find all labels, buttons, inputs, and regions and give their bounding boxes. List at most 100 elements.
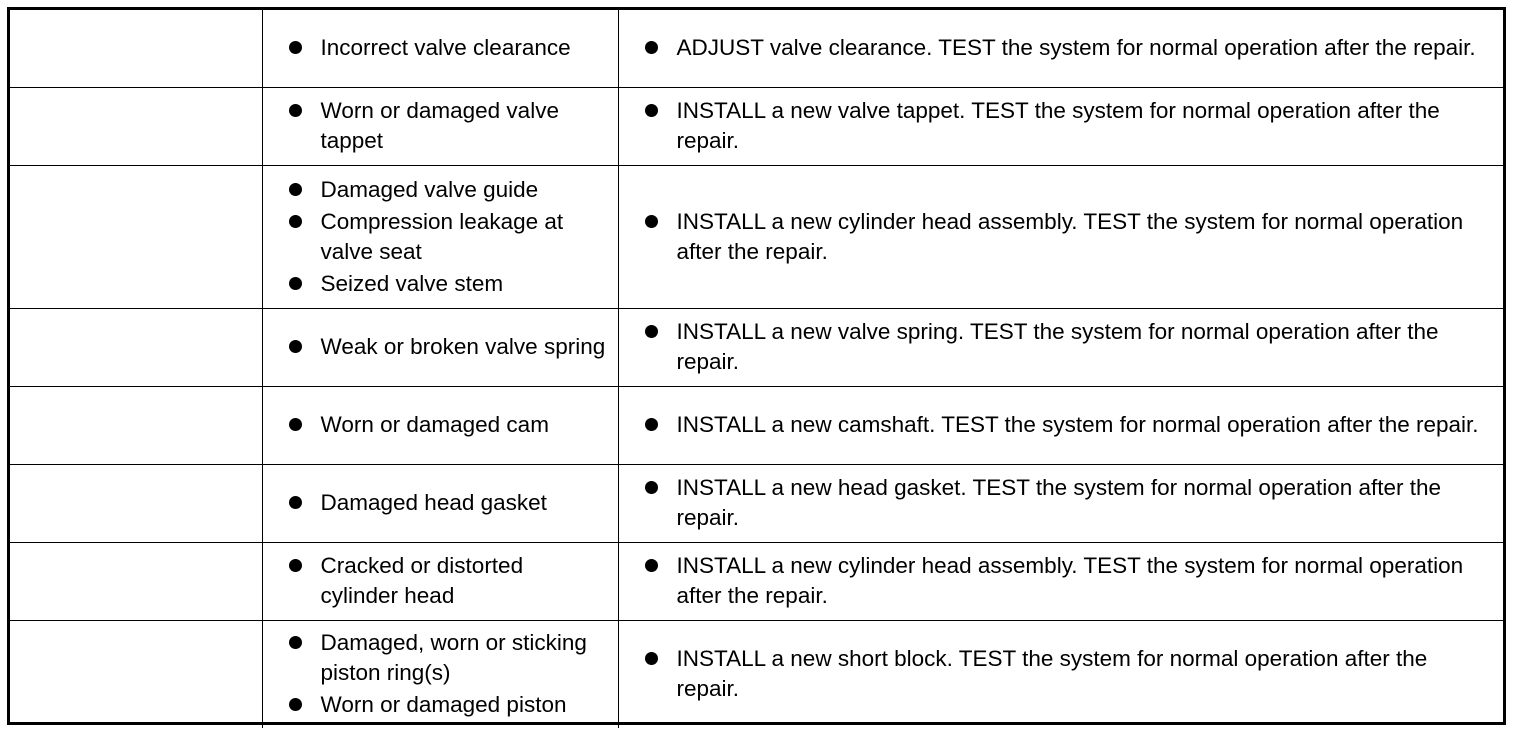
list-item: Incorrect valve clearance: [263, 33, 618, 63]
bullet-icon: [288, 41, 302, 55]
cause-text: Worn or damaged piston: [320, 692, 567, 718]
bullet-icon: [644, 481, 658, 494]
cause-text: Damaged head gasket: [320, 490, 547, 515]
symptom-cell: [10, 307, 263, 387]
bullet-icon: [288, 340, 302, 353]
remedy-text: INSTALL a new valve spring. TEST the sys…: [676, 319, 1439, 374]
list-item: INSTALL a new cylinder head assembly. TE…: [619, 551, 1504, 611]
symptom-cell: [10, 619, 263, 728]
diagnostic-table: Incorrect valve clearance ADJUST valve c…: [7, 7, 1506, 728]
bullet-icon: [644, 104, 658, 117]
bullet-icon: [288, 418, 302, 431]
bullet-icon: [288, 559, 302, 572]
remedy-cell: ADJUST valve clearance. TEST the system …: [617, 10, 1504, 88]
cause-list: Cracked or distorted cylinder head: [263, 551, 618, 611]
bullet-icon: [644, 652, 658, 666]
bullet-icon: [644, 418, 658, 431]
cause-cell: Weak or broken valve spring: [261, 307, 619, 387]
cause-cell: Worn or damaged cam: [261, 385, 619, 465]
remedy-list: INSTALL a new valve spring. TEST the sys…: [619, 317, 1504, 377]
cause-text: Damaged valve guide: [320, 176, 539, 202]
remedy-cell: INSTALL a new cylinder head assembly. TE…: [617, 541, 1504, 621]
cause-cell: Damaged head gasket: [261, 463, 619, 543]
bullet-icon: [644, 214, 658, 228]
cause-text: Seized valve stem: [320, 270, 504, 296]
table-row: Damaged, worn or sticking piston ring(s)…: [10, 619, 1504, 728]
remedy-list: INSTALL a new cylinder head assembly. TE…: [619, 207, 1504, 267]
list-item: Weak or broken valve spring: [263, 332, 618, 362]
remedy-list: INSTALL a new short block. TEST the syst…: [619, 644, 1504, 704]
bullet-icon: [644, 41, 658, 55]
cause-text: Worn or damaged valve tappet: [320, 98, 559, 153]
remedy-text: INSTALL a new head gasket. TEST the syst…: [676, 475, 1442, 530]
cause-list: Worn or damaged cam: [263, 410, 618, 440]
cause-cell: Incorrect valve clearance: [261, 10, 619, 88]
remedy-cell: INSTALL a new camshaft. TEST the system …: [617, 385, 1504, 465]
list-item: Worn or damaged cam: [263, 410, 618, 440]
table-row: Damaged head gasket INSTALL a new head g…: [10, 463, 1504, 543]
list-item: Compression leakage at valve seat: [263, 207, 618, 267]
list-item: INSTALL a new short block. TEST the syst…: [619, 644, 1504, 704]
table-row: Worn or damaged valve tappet INSTALL a n…: [10, 86, 1504, 166]
remedy-text: INSTALL a new cylinder head assembly. TE…: [676, 208, 1464, 264]
remedy-cell: INSTALL a new cylinder head assembly. TE…: [617, 164, 1504, 309]
cause-list: Weak or broken valve spring: [263, 332, 618, 362]
bullet-icon: [288, 276, 302, 290]
remedy-text: INSTALL a new valve tappet. TEST the sys…: [676, 98, 1440, 153]
symptom-cell: [10, 463, 263, 543]
remedy-list: INSTALL a new valve tappet. TEST the sys…: [619, 96, 1504, 156]
list-item: INSTALL a new cylinder head assembly. TE…: [619, 207, 1504, 267]
remedy-list: INSTALL a new cylinder head assembly. TE…: [619, 551, 1504, 611]
remedy-text: ADJUST valve clearance. TEST the system …: [676, 35, 1476, 61]
bullet-icon: [288, 104, 302, 117]
table-row: Incorrect valve clearance ADJUST valve c…: [10, 10, 1504, 88]
cause-text: Damaged, worn or sticking piston ring(s): [320, 630, 587, 686]
cause-list: Damaged head gasket: [263, 488, 618, 518]
table-row: Worn or damaged cam INSTALL a new camsha…: [10, 385, 1504, 465]
list-item: INSTALL a new camshaft. TEST the system …: [619, 410, 1504, 440]
cause-text: Worn or damaged cam: [320, 412, 549, 437]
bullet-icon: [288, 496, 302, 509]
cause-cell: Cracked or distorted cylinder head: [261, 541, 619, 621]
table-row: Cracked or distorted cylinder head INSTA…: [10, 541, 1504, 621]
cause-list: Incorrect valve clearance: [263, 33, 618, 63]
cause-list: Damaged, worn or sticking piston ring(s)…: [263, 628, 618, 720]
cause-text: Weak or broken valve spring: [320, 334, 606, 359]
remedy-list: INSTALL a new head gasket. TEST the syst…: [619, 473, 1504, 533]
cause-text: Compression leakage at valve seat: [320, 208, 564, 264]
bullet-icon: [644, 559, 658, 572]
bullet-icon: [288, 214, 302, 228]
list-item: Cracked or distorted cylinder head: [263, 551, 618, 611]
remedy-text: INSTALL a new short block. TEST the syst…: [676, 646, 1428, 702]
remedy-cell: INSTALL a new head gasket. TEST the syst…: [617, 463, 1504, 543]
remedy-cell: INSTALL a new valve spring. TEST the sys…: [617, 307, 1504, 387]
cause-list: Damaged valve guide Compression leakage …: [263, 175, 618, 299]
list-item: Damaged, worn or sticking piston ring(s): [263, 628, 618, 688]
table-row: Weak or broken valve spring INSTALL a ne…: [10, 307, 1504, 387]
list-item: Worn or damaged valve tappet: [263, 96, 618, 156]
remedy-list: ADJUST valve clearance. TEST the system …: [619, 33, 1504, 63]
symptom-cell: [10, 385, 263, 465]
list-item: Damaged valve guide: [263, 175, 618, 205]
list-item: INSTALL a new head gasket. TEST the syst…: [619, 473, 1504, 533]
cause-list: Worn or damaged valve tappet: [263, 96, 618, 156]
cause-cell: Damaged, worn or sticking piston ring(s)…: [261, 619, 619, 728]
bullet-icon: [288, 636, 302, 650]
remedy-text: INSTALL a new cylinder head assembly. TE…: [676, 553, 1464, 608]
symptom-cell: [10, 10, 263, 88]
symptom-cell: [10, 86, 263, 166]
cause-cell: Worn or damaged valve tappet: [261, 86, 619, 166]
bullet-icon: [644, 325, 658, 338]
cause-cell: Damaged valve guide Compression leakage …: [261, 164, 619, 309]
remedy-text: INSTALL a new camshaft. TEST the system …: [676, 412, 1479, 437]
list-item: Worn or damaged piston: [263, 690, 618, 720]
remedy-cell: INSTALL a new short block. TEST the syst…: [617, 619, 1504, 728]
remedy-cell: INSTALL a new valve tappet. TEST the sys…: [617, 86, 1504, 166]
symptom-cell: [10, 541, 263, 621]
cause-text: Cracked or distorted cylinder head: [320, 553, 524, 608]
symptom-cell: [10, 164, 263, 309]
bullet-icon: [288, 182, 302, 196]
list-item: INSTALL a new valve spring. TEST the sys…: [619, 317, 1504, 377]
list-item: ADJUST valve clearance. TEST the system …: [619, 33, 1504, 63]
remedy-list: INSTALL a new camshaft. TEST the system …: [619, 410, 1504, 440]
